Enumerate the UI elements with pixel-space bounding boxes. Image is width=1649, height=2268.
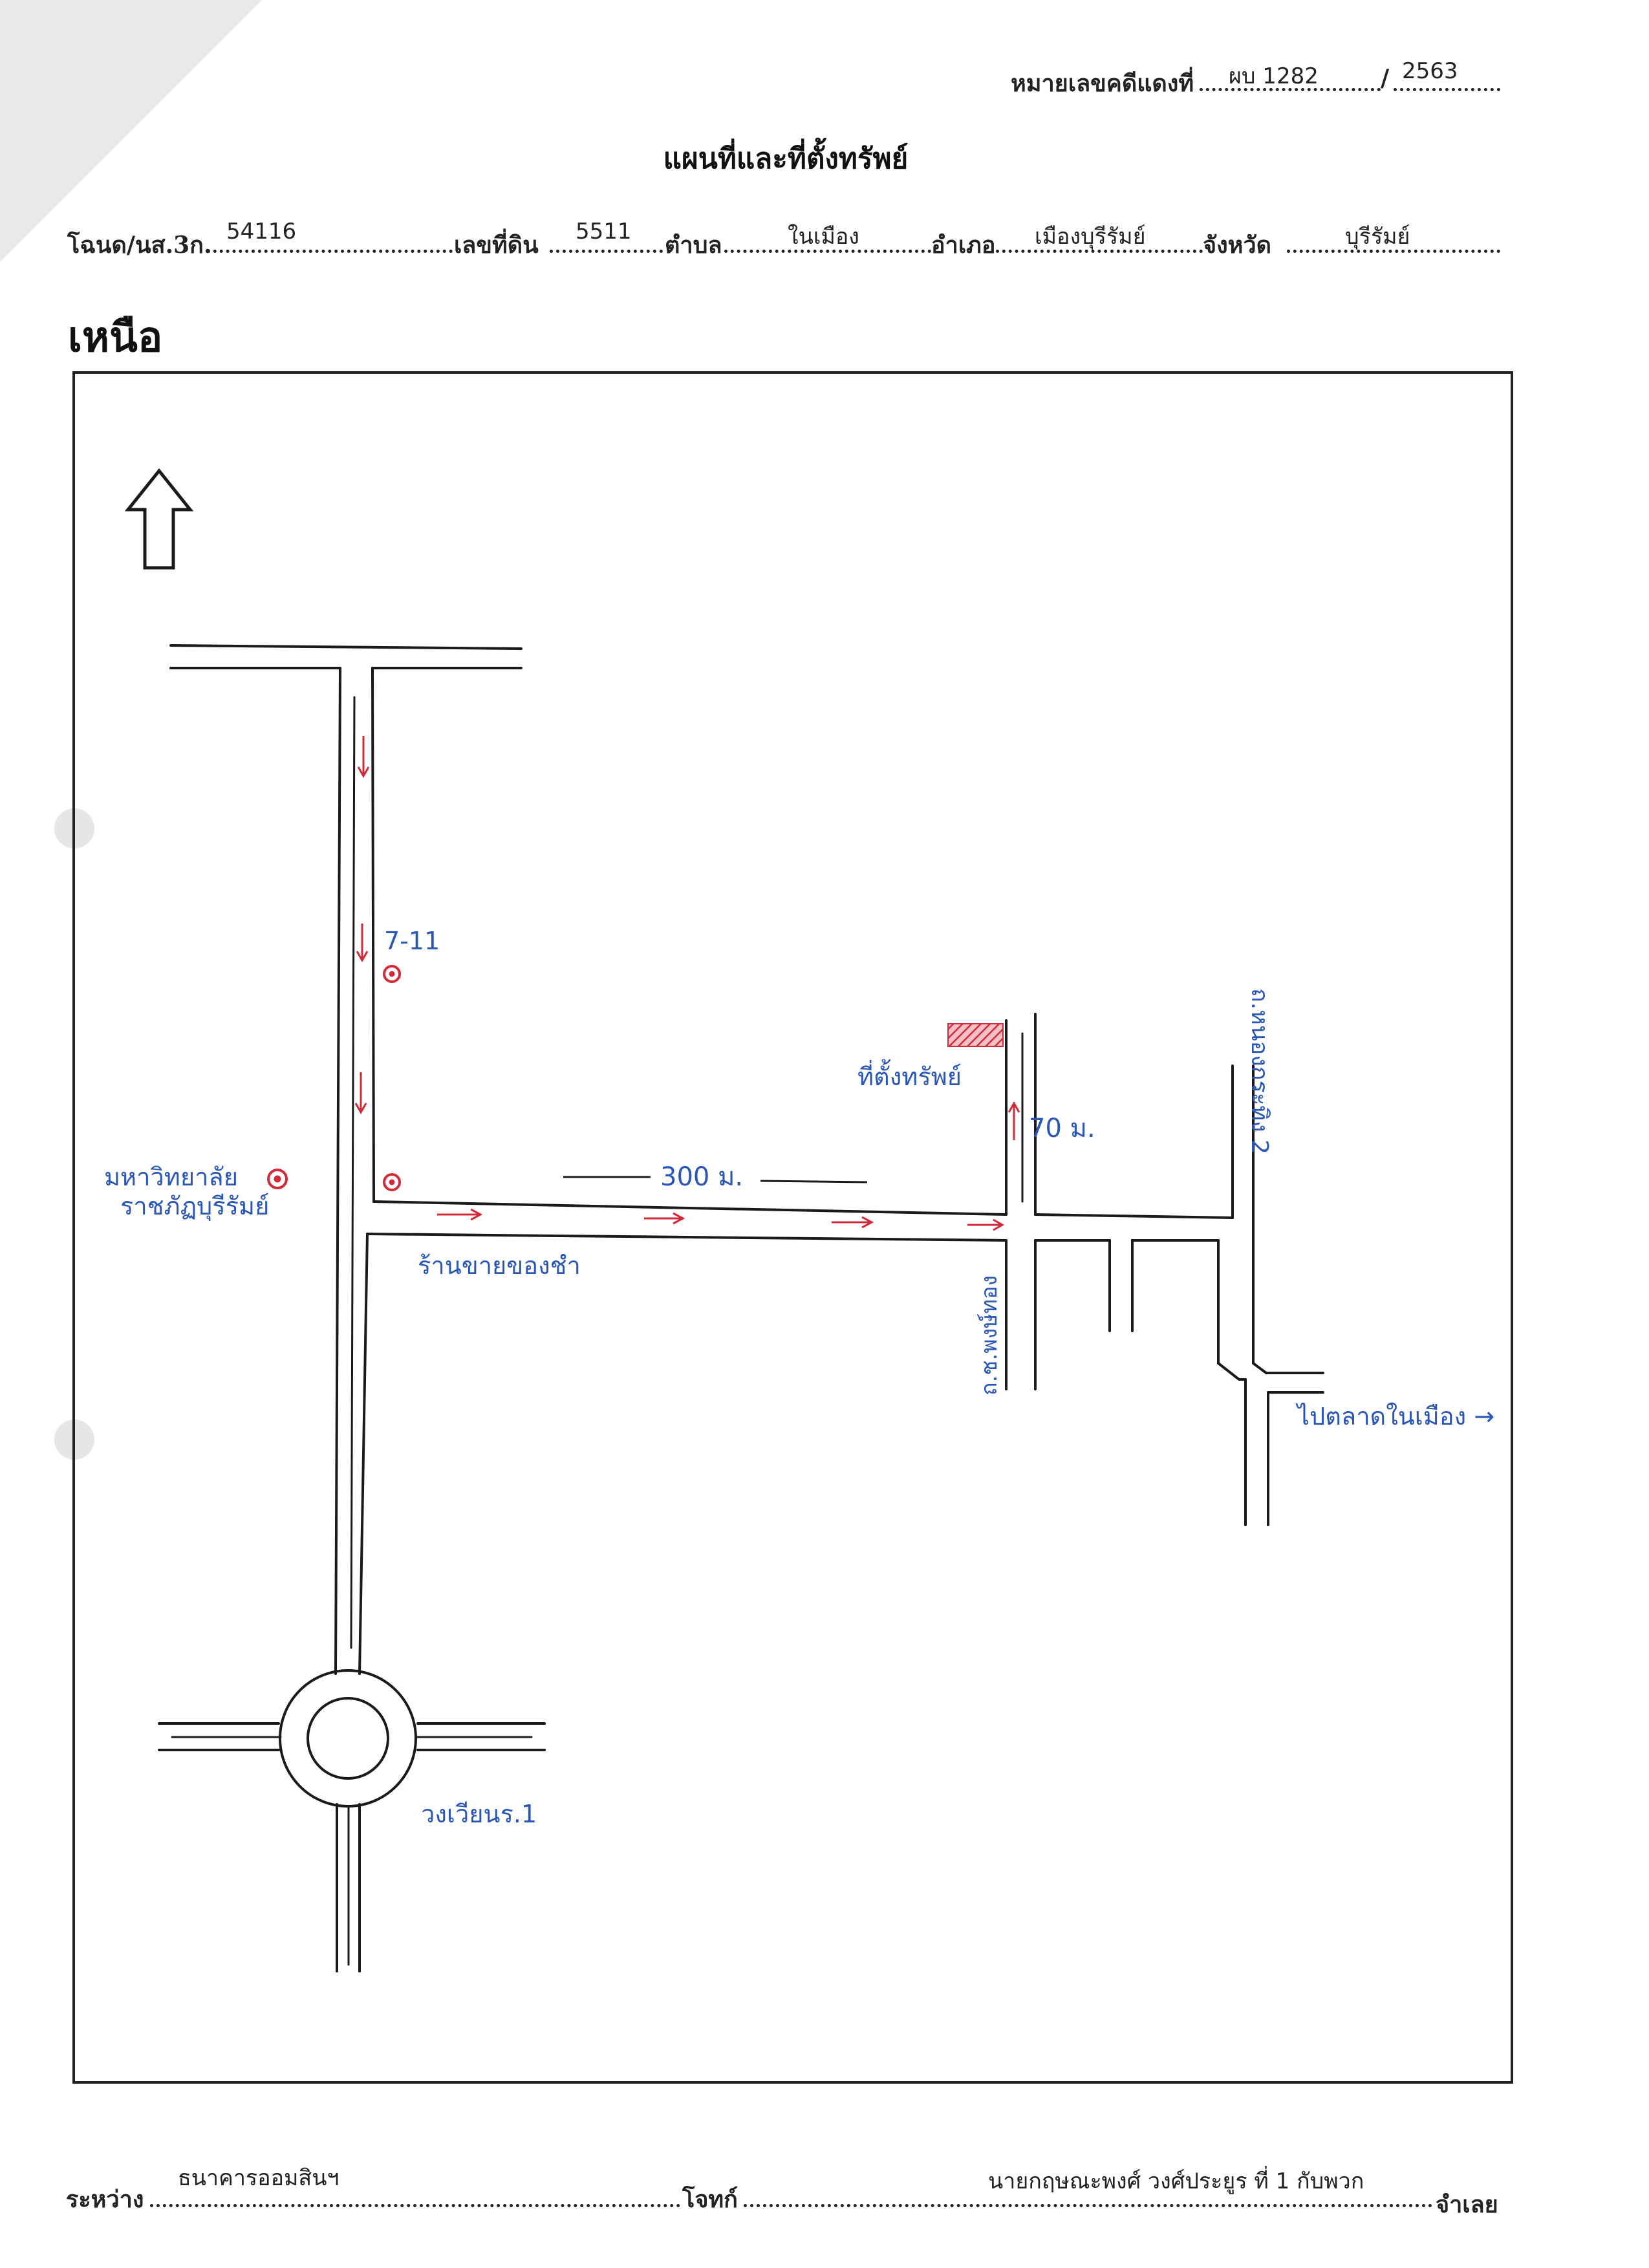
arrow-right-2-icon (644, 1212, 685, 1225)
subdistrict-value: ในเมือง (788, 224, 859, 250)
province-dots (1287, 250, 1500, 253)
plaintiff-value: ธนาคารออมสินฯ (178, 2165, 339, 2191)
label-road-mid: ถ.ช.พงษ์ทอง (976, 1275, 1002, 1396)
arrow-up-icon (1008, 1101, 1020, 1140)
east-road-upper (372, 1200, 1008, 1216)
right-road-left-lower (1217, 1239, 1247, 1381)
label-university-2: ราชภัฏบุรีรัมย์ (120, 1192, 269, 1221)
label-university-1: มหาวิทยาลัย (104, 1163, 238, 1191)
label-shop: ร้านขายของชำ (418, 1251, 581, 1280)
map-drawing: 7-11 มหาวิทยาลัย ราชภัฏบุรีรัมย์ ร้านขาย… (104, 468, 1494, 1972)
province-label: จังหวัด (1203, 232, 1271, 259)
land-no-label: เลขที่ดิน (454, 232, 539, 259)
land-no-dots (550, 250, 663, 253)
main-road-left (334, 667, 341, 1675)
main-road-centre (350, 696, 356, 1649)
land-no-value: 5511 (576, 219, 632, 244)
label-property: ที่ตั้งทรัพย์ (857, 1059, 962, 1091)
university-marker-icon (267, 1169, 288, 1189)
case-year: 2563 (1402, 58, 1458, 84)
district-dots (996, 250, 1203, 253)
east-road-lower-a (366, 1233, 1008, 1242)
deed-value: 54116 (226, 219, 297, 244)
label-road-right: ถ.หนองกระทิง 2 (1246, 988, 1273, 1154)
seven-eleven-marker-icon (383, 965, 401, 983)
shop-marker-icon (383, 1173, 401, 1191)
map-frame: 7-11 มหาวิทยาลัย ราชภัฏบุรีรัมย์ ร้านขาย… (72, 371, 1513, 2084)
defendant-label: จำเลย (1436, 2191, 1498, 2218)
province-value: บุรีรัมย์ (1345, 224, 1410, 250)
arrow-right-1-icon (437, 1208, 483, 1221)
case-sep: / (1381, 65, 1390, 92)
roundabout-outer (279, 1669, 417, 1808)
page-title: แผนที่และที่ตั้งทรัพย์ (663, 142, 909, 175)
folded-corner (0, 0, 262, 262)
east-road-upper-b (1034, 1213, 1234, 1219)
arrow-down-2-icon (356, 923, 369, 963)
label-distance-300: 300 ม. (660, 1162, 743, 1192)
arrow-down-3-icon (354, 1072, 367, 1115)
deed-dots (207, 250, 453, 253)
north-arrow-icon (124, 468, 194, 570)
subdistrict-label: ตำบล (665, 232, 722, 259)
between-label: ระหว่าง (66, 2186, 144, 2213)
case-no-label: หมายเลขคดีแดงที่ (1011, 70, 1194, 97)
district-label: อำเภอ (931, 232, 996, 259)
property-block (947, 1023, 1004, 1047)
distance-300-line-right (760, 1180, 868, 1183)
case-no-dots (1200, 88, 1381, 91)
defendant-value: นายกฤษณะพงศ์ วงศ์ประยูร ที่ 1 กับพวก (988, 2168, 1364, 2194)
main-road-right (371, 667, 375, 1203)
plaintiff-dots (150, 2204, 680, 2207)
right-road-bend (1252, 1362, 1324, 1374)
defendant-dots (744, 2204, 1432, 2207)
roundabout-inner (307, 1697, 389, 1780)
label-to-market: ไปตลาดในเมือง → (1295, 1402, 1494, 1431)
district-value: เมืองบุรีรัมย์ (1035, 224, 1146, 250)
north-label: เหนือ (68, 313, 163, 362)
arrow-right-3-icon (832, 1216, 874, 1229)
plaintiff-label: โจทก์ (682, 2186, 738, 2213)
main-road-right-lower (358, 1233, 369, 1675)
arrow-down-1-icon (357, 736, 370, 779)
label-roundabout: วงเวียนร.1 (421, 1800, 537, 1828)
deed-label: โฉนด/นส.3ก. (67, 232, 212, 259)
arrow-right-4-icon (967, 1218, 1005, 1231)
subdistrict-dots (724, 250, 931, 253)
label-seven-eleven: 7-11 (384, 927, 440, 955)
case-no-value: ผบ 1282 (1229, 63, 1319, 89)
case-year-dots (1394, 88, 1500, 91)
road-top-upper (169, 644, 523, 650)
label-distance-70: 70 ม. (1029, 1114, 1095, 1143)
